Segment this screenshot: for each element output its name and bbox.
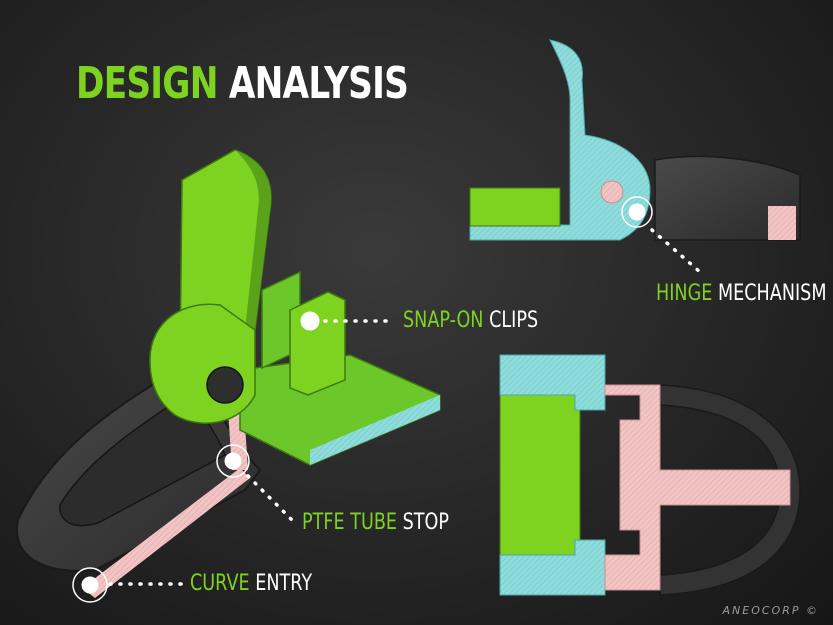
pink-spring-frame: [604, 384, 791, 591]
hinge-pin: [206, 366, 244, 404]
ptfe-marker: [224, 452, 242, 470]
ptfe-accent: PTFE TUBE: [302, 510, 398, 535]
hinge-disc: [149, 303, 256, 424]
curve-rest: ENTRY: [255, 571, 313, 596]
curve-accent: CURVE: [190, 571, 250, 596]
title-accent: DESIGN: [76, 58, 218, 109]
green-block-bottom: [499, 359, 581, 591]
snap-marker: [300, 311, 320, 331]
funnel-section: [82, 468, 250, 598]
base-plate-edge: [310, 395, 440, 465]
hook-arm-shade: [235, 150, 272, 330]
curve-marker: [81, 576, 99, 594]
hinge-dark-tip: [768, 206, 796, 240]
curve-funnel-inner: [59, 394, 226, 527]
ptfe-rest: STOP: [402, 510, 450, 535]
cyan-frame: [499, 354, 606, 596]
hinge-cross-section: [469, 39, 801, 241]
snap-clip-front: [289, 291, 346, 396]
snap-on-rest: CLIPS: [489, 308, 539, 333]
watermark: ANEOCORP ©: [722, 604, 819, 617]
snap-on-accent: SNAP-ON: [403, 308, 484, 333]
top-cross-section: [499, 354, 801, 596]
hinge-pink-pin: [600, 180, 624, 204]
callout-ptfe: PTFE TUBE STOP: [302, 512, 449, 534]
callout-hinge: HINGE MECHANISM: [656, 283, 827, 305]
hinge-accent: HINGE: [656, 281, 713, 306]
hinge-rest: MECHANISM: [717, 281, 827, 306]
loop-dark: [659, 384, 801, 596]
title-rest: ANALYSIS: [228, 58, 409, 109]
callout-snap-on: SNAP-ON CLIPS: [403, 310, 538, 332]
callout-curve: CURVE ENTRY: [190, 573, 312, 595]
hinge-dark-arm: [654, 155, 801, 241]
page-title: DESIGN ANALYSIS: [76, 62, 409, 106]
callout-markers: [72, 196, 702, 603]
hinge-green-block: [469, 187, 561, 227]
hinge-marker: [628, 203, 646, 221]
